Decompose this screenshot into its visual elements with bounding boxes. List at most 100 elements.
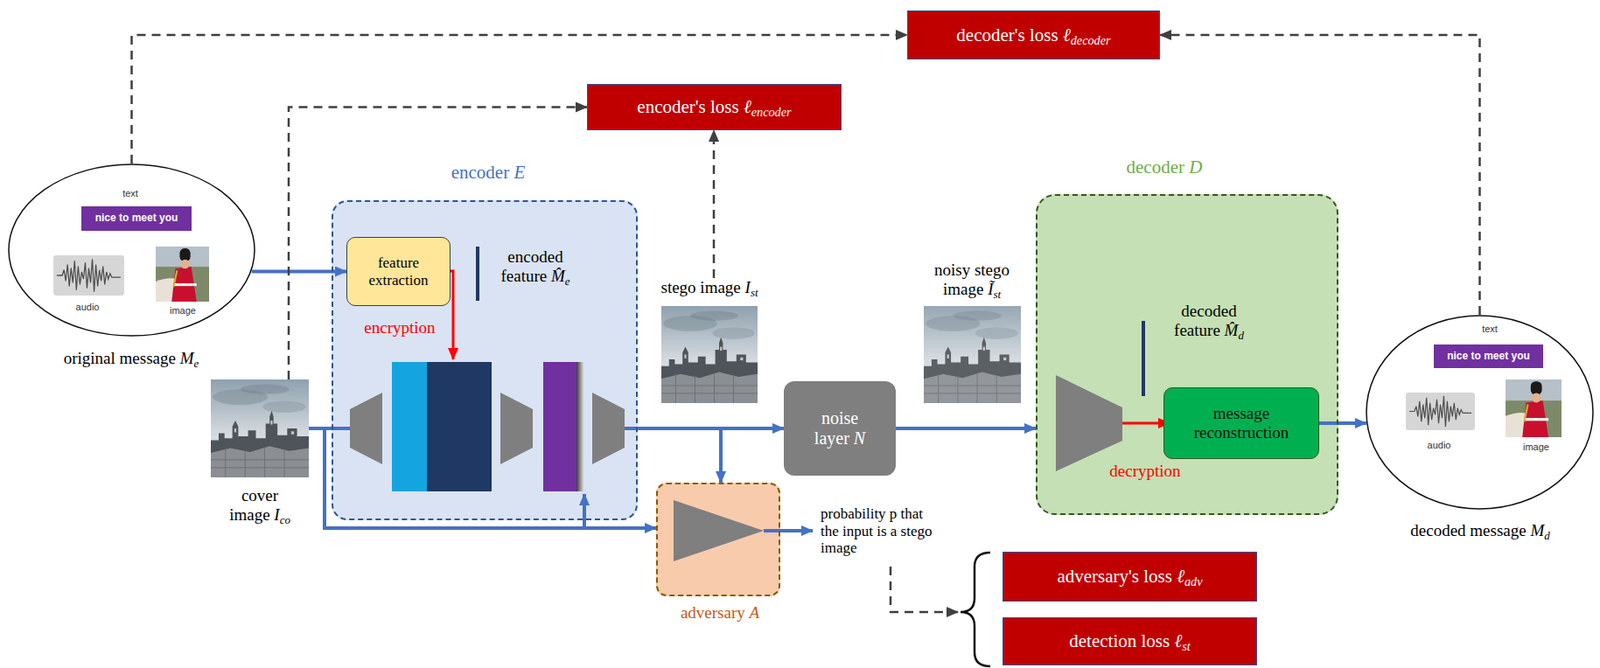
math-subscript: co [279,512,291,526]
data-line [331,426,350,431]
math-subscript: st [992,286,1001,301]
skip-arrow [582,494,587,529]
loss-flow-arrow [1159,34,1481,315]
adversary-network [673,500,764,562]
node-text: stego image Ist [643,278,776,298]
node-text: decoder's loss ℓdecoder [956,24,1111,46]
node-text: noisy stego image Ĩst [922,260,1021,300]
feature-extraction-box: feature extraction [346,237,451,307]
loss-flow-arrow [132,34,909,164]
text-run: encoder [451,161,515,183]
node-text: message reconstruction [1164,404,1319,443]
photo-noise [923,306,1021,404]
node-text: feature extraction [347,254,450,289]
node-text: detection loss ℓst [1068,630,1190,652]
math-symbol: M̂ [551,266,566,286]
node-text: audio [61,301,114,314]
decoder-network [1055,321,1170,472]
math-symbol: ℓ [743,96,752,118]
feature-block [543,362,577,492]
loss-box: encoder's loss ℓencoder [586,83,842,131]
operation-label: encryption [351,318,448,338]
loss-flow-arrow [288,107,587,381]
feature-bar [475,246,480,301]
text-run: decoder [1126,156,1190,178]
text-run: decoded message [1410,521,1531,540]
decoder-ground [1035,194,1339,516]
text-run: decoder's loss [956,24,1063,46]
cover-photo [210,379,309,478]
text-run: original message [63,349,181,368]
message-ellipse: textaudioimageoriginal message Menice to… [7,163,256,337]
text-run: encoder's loss [636,96,744,118]
feature-label: decoded feature M̂d [1156,301,1262,341]
text-run: detection loss [1068,630,1174,652]
node-text: text [104,188,157,200]
adversary-region: adversary A [656,482,781,597]
message-ellipse: textaudioimagedecoded message Mdnice to … [1365,314,1594,511]
output-arrow [763,529,813,533]
math-symbol: I [273,505,280,525]
image-icon [155,246,210,302]
math-symbol: ℓ [1062,24,1071,46]
math-symbol: D [1188,156,1202,178]
math-symbol: ℓ [1176,565,1185,587]
data-line [624,426,638,431]
math-subscript: e [194,356,200,371]
text-run: stego image [661,278,746,297]
math-symbol: I [745,278,751,297]
encoder-region: encoder Efeature extraction [331,200,638,521]
noisy-stego-image: noisy stego image Ĩst [918,260,1027,404]
connectors [132,34,1481,529]
data-flow-arrow [308,428,657,529]
feature-label: encoded feature M̂e [482,247,588,287]
stego-image: stego image Ist [643,278,776,404]
conv-block [500,392,533,465]
audio-icon [53,255,125,296]
concat-strip [576,362,584,492]
text-run: noise layer [814,408,859,448]
message-reconstruction-box: message reconstruction [1163,387,1320,460]
conv-block [1055,375,1123,472]
node-text: decoded message Md [1366,521,1594,541]
math-symbol: M̂ [1224,321,1239,340]
math-subscript: e [565,273,571,287]
math-subscript: adv [1184,574,1203,589]
node-text: adversary's loss ℓadv [1056,565,1202,587]
node-text: image [1509,441,1563,454]
adversary-ground [656,482,781,597]
math-subscript: st [750,286,759,300]
math-symbol: M [1530,521,1545,540]
operation-label: decryption [1096,461,1194,482]
feature-bar [1141,321,1146,397]
node-text: original message Me [17,349,245,369]
decryption-arrow [1122,422,1170,426]
ellipse-outline [8,164,255,336]
loss-box: detection loss ℓst [1002,617,1258,666]
stego-photo [661,306,758,404]
node-text: nice to meet you [1446,350,1531,364]
node-text: noise layer N [804,408,875,449]
data-flow-arrow [1319,421,1367,426]
image-icon [1505,379,1562,438]
ellipse-outline [1366,315,1594,510]
node-text: image [156,305,210,317]
math-symbol: M [180,349,195,368]
loss-box: decoder's loss ℓdecoder [907,10,1160,60]
decoder-region: decoder Dmessage reconstruction [1035,194,1339,516]
conv-block [592,392,625,465]
math-symbol: ℓ [1173,630,1182,652]
noise-layer-box: noise layer N [783,381,896,476]
loss-flow-arrow [712,130,716,279]
text-run: adversary's loss [1056,565,1177,587]
node-text: decoder D [1076,156,1252,178]
text-message-box: nice to meet you [1433,344,1544,369]
text-message-box: nice to meet you [81,206,192,231]
brace [960,552,991,667]
math-symbol: Ĩ [987,279,993,299]
math-subscript: encoder [751,104,792,119]
math-symbol: E [513,161,525,183]
loss-box: adversary's loss ℓadv [1002,551,1258,602]
math-subscript: decoder [1070,33,1111,48]
